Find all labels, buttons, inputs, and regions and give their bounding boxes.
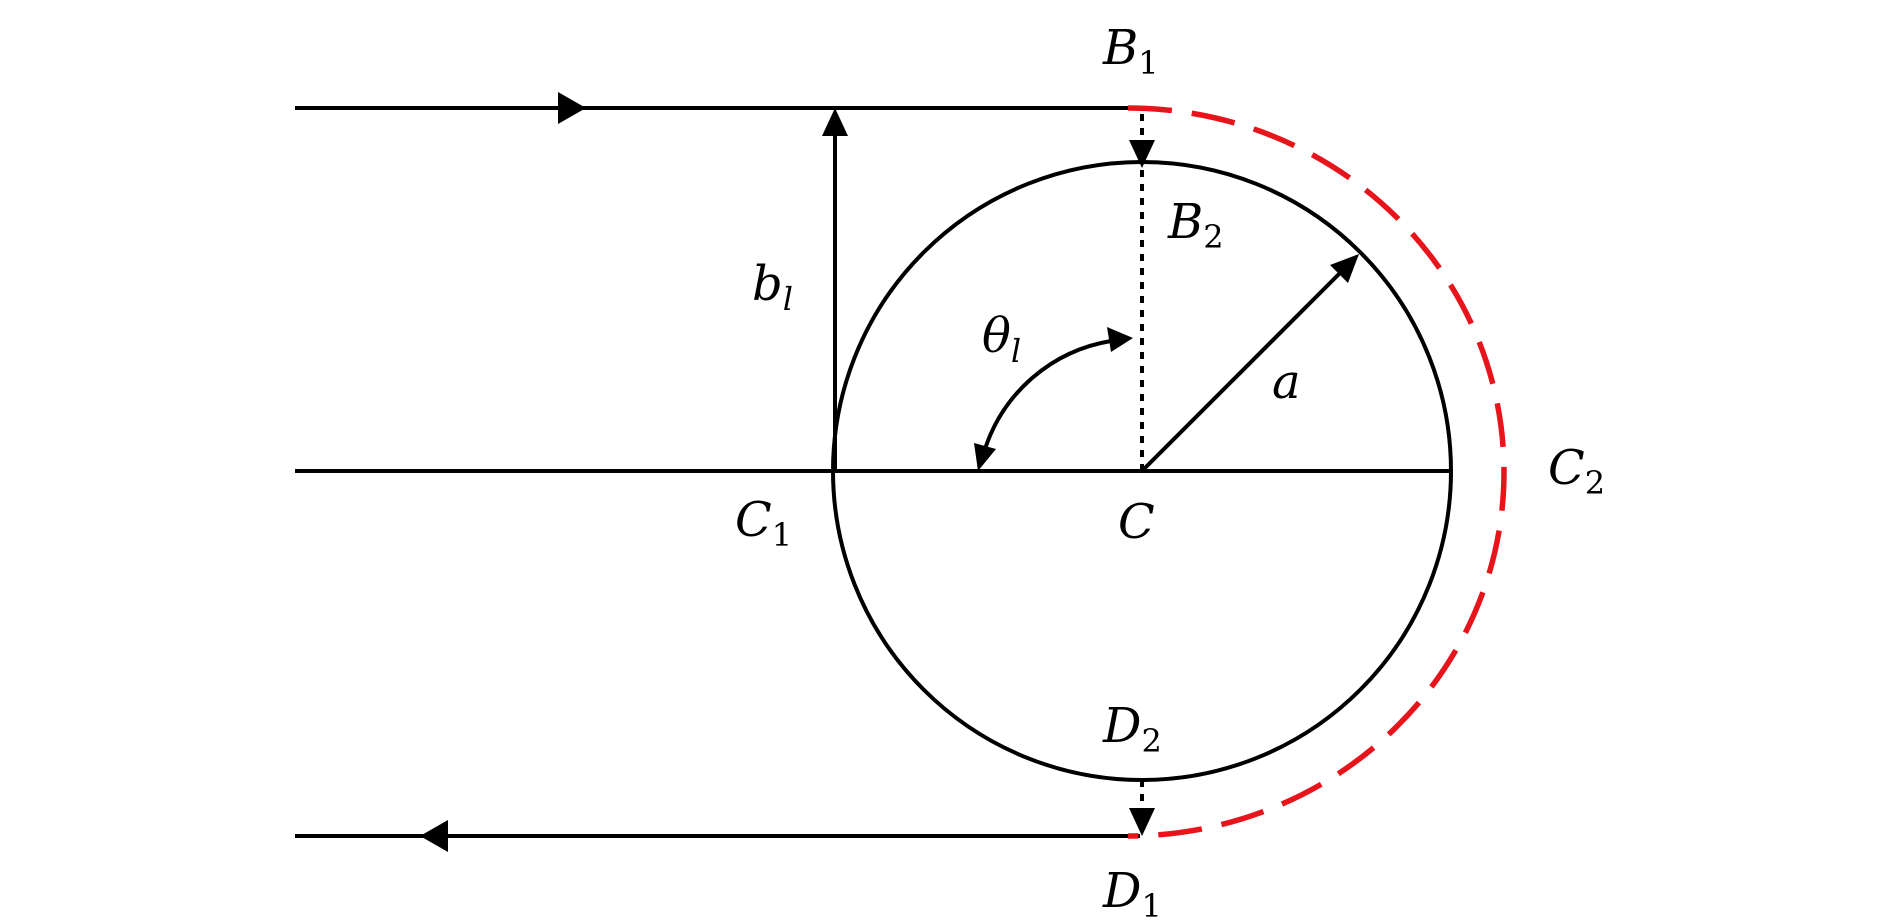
angle-arc-arrowhead-bottom [974, 443, 996, 471]
angle-arc [983, 339, 1112, 450]
incoming-ray-arrow [558, 92, 586, 124]
d2-d1-arrowhead [1129, 808, 1155, 836]
label-b1: B1 [1102, 20, 1159, 82]
label-b2: B2 [1167, 194, 1224, 256]
impact-parameter-arrowhead [822, 108, 848, 136]
label-impact-parameter: bl [752, 256, 793, 318]
red-dashed-arc [1127, 105, 1507, 839]
label-d2: D2 [1102, 698, 1162, 760]
angle-arc-arrowhead-top [1107, 327, 1133, 352]
label-c: C [1118, 494, 1155, 550]
outgoing-ray-arrow [420, 820, 448, 852]
b1-b2-arrowhead [1129, 140, 1155, 168]
label-d1: D1 [1102, 863, 1162, 921]
radius-arrowhead [1330, 254, 1359, 283]
label-c2: C2 [1548, 440, 1605, 502]
label-angle: θl [982, 308, 1021, 370]
radius-line [1140, 269, 1344, 473]
label-radius: a [1272, 354, 1301, 410]
label-c1: C1 [735, 492, 792, 554]
